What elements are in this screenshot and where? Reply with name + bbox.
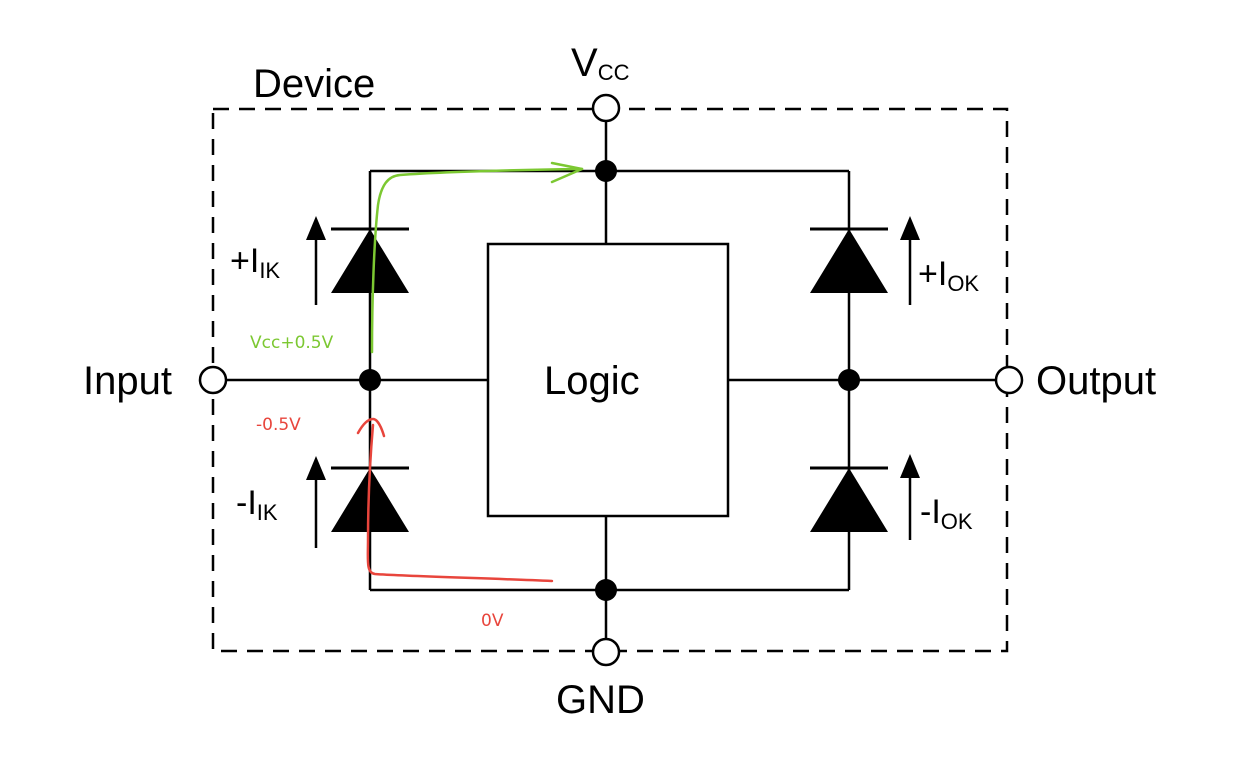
input-junction bbox=[359, 369, 381, 391]
green-current-path bbox=[370, 167, 584, 354]
output-junction bbox=[838, 369, 860, 391]
pos-iok-label: +IOK bbox=[918, 255, 979, 296]
neg-iik-sub: IK bbox=[257, 500, 278, 525]
input-label: Input bbox=[83, 359, 172, 403]
annotation-minus-half: -0.5V bbox=[256, 415, 301, 435]
pos-iik-sub: IK bbox=[259, 258, 280, 283]
pos-iok-main: +I bbox=[918, 255, 947, 293]
pos-iik-label: +IIK bbox=[230, 242, 280, 283]
neg-iik-arrow-icon bbox=[306, 456, 326, 548]
gnd-pin bbox=[591, 637, 621, 667]
gnd-label: GND bbox=[556, 678, 645, 722]
neg-iik-main: -I bbox=[236, 484, 257, 522]
output-label: Output bbox=[1036, 359, 1156, 403]
input-pin bbox=[198, 365, 228, 395]
vcc-pin bbox=[591, 93, 621, 123]
neg-iok-arrow-icon bbox=[900, 454, 920, 540]
vcc-label-main: V bbox=[571, 41, 598, 85]
neg-iik-label: -IIK bbox=[236, 484, 278, 525]
red-current-path bbox=[366, 423, 554, 583]
neg-iok-sub: OK bbox=[941, 509, 973, 534]
input-upper-diode bbox=[331, 229, 409, 293]
device-label: Device bbox=[253, 62, 375, 106]
output-pin bbox=[994, 365, 1024, 395]
vcc-label-sub: CC bbox=[598, 60, 630, 85]
green-arrowhead-icon bbox=[550, 161, 584, 184]
pos-iok-sub: OK bbox=[947, 271, 979, 296]
input-lower-diode bbox=[331, 468, 409, 532]
neg-iok-label: -IOK bbox=[920, 493, 973, 534]
output-lower-diode bbox=[810, 468, 888, 532]
output-upper-diode bbox=[810, 229, 888, 293]
pos-iok-arrow-icon bbox=[900, 216, 920, 305]
pos-iik-arrow-icon bbox=[306, 216, 326, 305]
pos-iik-main: +I bbox=[230, 242, 259, 280]
red-arrowhead-icon bbox=[356, 417, 386, 438]
annotation-zero: 0V bbox=[481, 611, 504, 631]
vcc-label: VCC bbox=[571, 41, 630, 85]
logic-label: Logic bbox=[544, 359, 640, 403]
neg-iok-main: -I bbox=[920, 493, 941, 531]
annotation-vcc-plus: Vcc+0.5V bbox=[250, 333, 334, 353]
